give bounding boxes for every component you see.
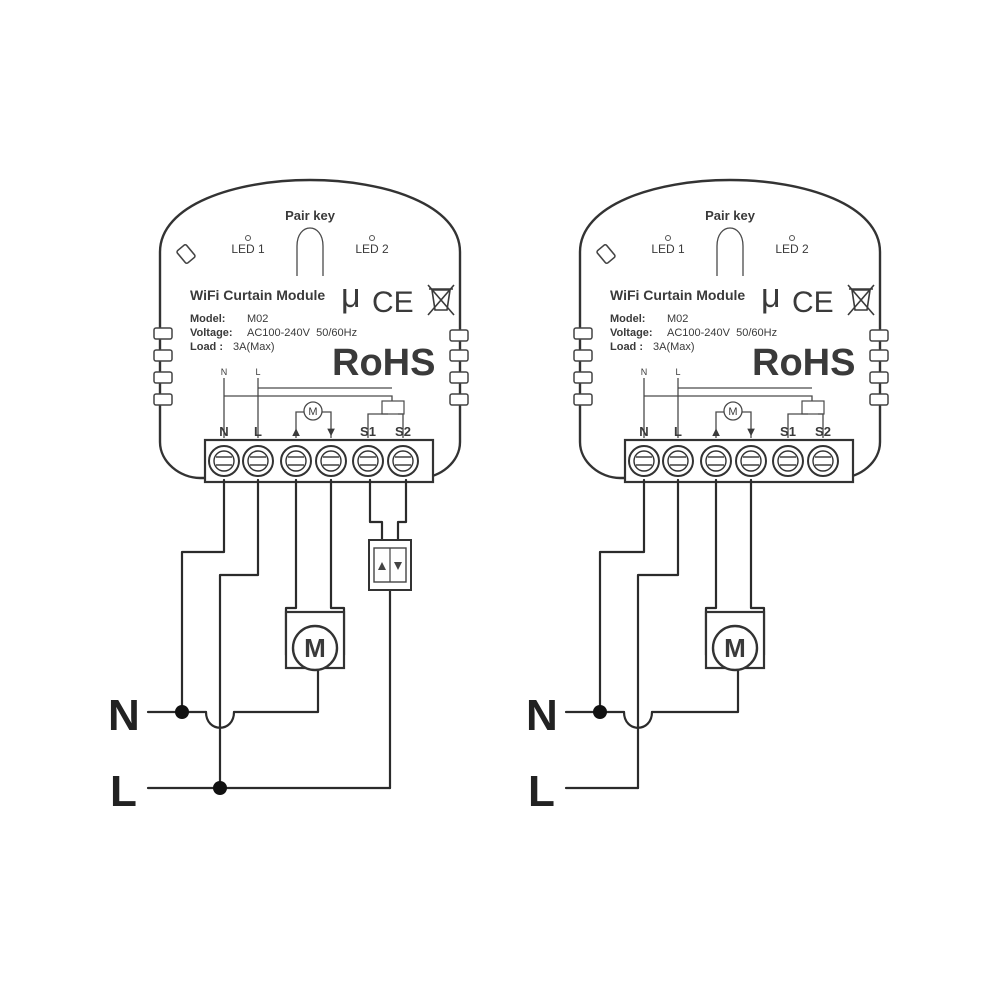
inner-motor-label: M [308, 406, 317, 418]
rohs-mark: RoHS [332, 342, 435, 384]
ce-mark: CE [792, 286, 834, 319]
led2-label: LED 2 [355, 242, 389, 256]
load-label: Load : [190, 341, 223, 353]
junction-neutral-left [175, 705, 189, 719]
motor-right: M [704, 610, 766, 672]
neutral-label: N [108, 691, 140, 740]
terminal-label-up: ▲ [710, 424, 723, 439]
wiring-left [146, 478, 408, 795]
wire-live-left [218, 478, 260, 790]
terminal-label-s2: S2 [395, 424, 411, 439]
motor-label: M [304, 633, 326, 663]
terminal-label-n: N [219, 424, 228, 439]
inner-l-label: L [675, 367, 680, 377]
junction-neutral-right [593, 705, 607, 719]
pair-key-label: Pair key [705, 208, 756, 223]
rohs-mark: RoHS [752, 342, 855, 384]
wire-crossover-left [204, 710, 236, 729]
wire-crossover-right [622, 710, 654, 729]
wire-neutral-left [180, 478, 226, 714]
live-label: L [110, 767, 137, 816]
terminal-label-s2: S2 [815, 424, 831, 439]
terminal-label-down: ▼ [745, 424, 758, 439]
motor-label: M [724, 633, 746, 663]
led1-label: LED 1 [231, 242, 265, 256]
junction-live-left [213, 781, 227, 795]
wire-live-right [636, 478, 680, 790]
wire-neutral-right [598, 478, 646, 714]
voltage-label: Voltage: [610, 327, 653, 339]
motor-left: M [284, 610, 346, 672]
module-title: WiFi Curtain Module [610, 287, 745, 303]
wall-switch-left [368, 539, 412, 591]
wire-motor-return-left [232, 666, 320, 714]
pair-key-label: Pair key [285, 208, 336, 223]
mu-mark: μ [341, 277, 361, 315]
voltage-value: AC100-240V 50/60Hz [247, 327, 357, 339]
led2-label: LED 2 [775, 242, 809, 256]
wire-s1-left [368, 478, 384, 542]
wire-s2-left [396, 478, 408, 542]
terminal-label-n: N [639, 424, 648, 439]
model-label: Model: [610, 313, 645, 325]
model-value: M02 [667, 313, 688, 325]
terminal-label-up: ▲ [290, 424, 303, 439]
voltage-label: Voltage: [190, 327, 233, 339]
live-label: L [528, 767, 555, 816]
mu-mark: μ [761, 277, 781, 315]
inner-n-label: N [221, 367, 228, 377]
load-label: Load : [610, 341, 643, 353]
led1-label: LED 1 [651, 242, 685, 256]
inner-n-label: N [641, 367, 648, 377]
neutral-label: N [526, 691, 558, 740]
terminal-label-s1: S1 [780, 424, 796, 439]
load-value: 3A(Max) [653, 341, 695, 353]
load-value: 3A(Max) [233, 341, 275, 353]
switch-up-icon [378, 562, 386, 570]
module-left: Pair key LED 1 LED 2 WiFi Curtain Module… [152, 178, 470, 484]
terminal-label-l: L [674, 424, 682, 439]
voltage-value: AC100-240V 50/60Hz [667, 327, 777, 339]
module-right: Pair key LED 1 LED 2 WiFi Curtain Module… [572, 178, 890, 484]
terminal-label-l: L [254, 424, 262, 439]
model-label: Model: [190, 313, 225, 325]
inner-l-label: L [255, 367, 260, 377]
terminal-label-s1: S1 [360, 424, 376, 439]
switch-down-icon [394, 562, 402, 570]
wire-motor-return-right [650, 666, 740, 714]
model-value: M02 [247, 313, 268, 325]
terminal-label-down: ▼ [325, 424, 338, 439]
inner-motor-label: M [728, 406, 737, 418]
ce-mark: CE [372, 286, 414, 319]
module-title: WiFi Curtain Module [190, 287, 325, 303]
